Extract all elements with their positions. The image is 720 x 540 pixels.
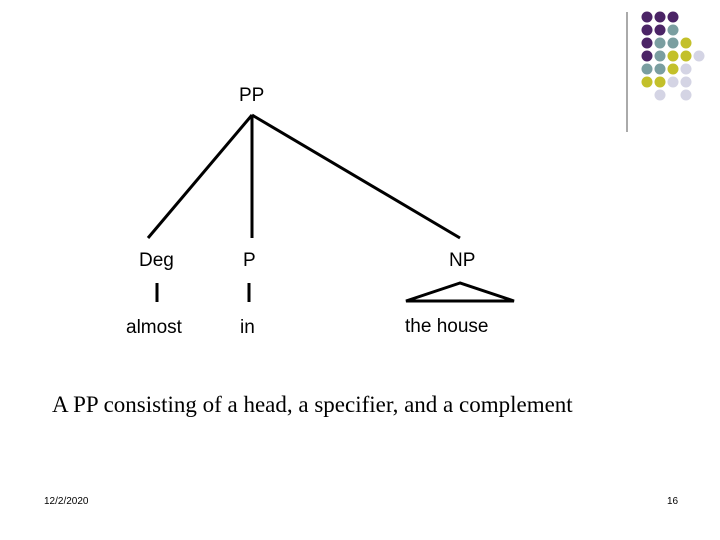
leaf-in: in xyxy=(240,318,255,337)
node-p: P xyxy=(243,251,256,270)
node-np: NP xyxy=(449,251,475,270)
leaf-almost: almost xyxy=(126,318,182,337)
leaf-the-house: the house xyxy=(405,317,488,336)
branch-pp-to-np xyxy=(252,115,460,238)
node-root-pp: PP xyxy=(239,86,264,105)
np-triangle xyxy=(406,283,514,301)
node-deg: Deg xyxy=(139,251,174,270)
slide-caption: A PP consisting of a head, a specifier, … xyxy=(52,392,573,418)
footer-date: 12/2/2020 xyxy=(44,496,89,507)
branch-pp-to-deg xyxy=(148,115,252,238)
page-number: 16 xyxy=(667,496,678,507)
